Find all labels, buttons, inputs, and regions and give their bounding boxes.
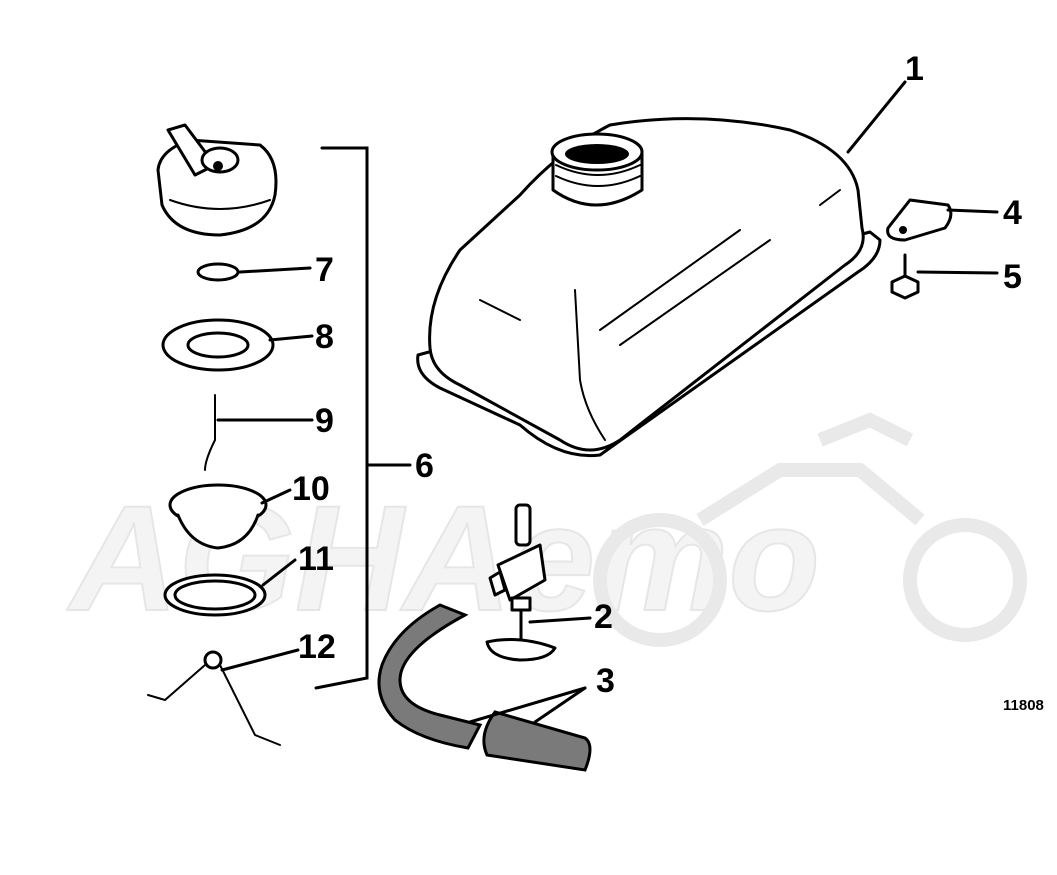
- group-bracket: [314, 146, 369, 690]
- callout-10: 10: [292, 470, 330, 508]
- figure-code: 11808: [1003, 697, 1044, 714]
- fuel-cock: [485, 503, 557, 662]
- mounting-bracket: [886, 198, 953, 242]
- washer: [196, 262, 240, 282]
- screw: [890, 253, 920, 300]
- fuel-tank: [416, 117, 882, 458]
- fuel-cap: [156, 123, 278, 237]
- callout-2: 2: [594, 598, 613, 636]
- callout-12: 12: [298, 628, 336, 666]
- callout-11: 11: [298, 540, 334, 578]
- pin: [204, 394, 216, 471]
- gasket: [161, 318, 275, 372]
- cup: [168, 483, 268, 550]
- callout-7: 7: [315, 251, 334, 289]
- spring-clip: [147, 650, 281, 746]
- callout-6: 6: [415, 447, 434, 485]
- callout-5: 5: [1003, 258, 1022, 296]
- filler-neck: [550, 132, 644, 207]
- callout-1: 1: [905, 50, 924, 88]
- callout-8: 8: [315, 318, 334, 356]
- leader-lines: [216, 80, 999, 724]
- callout-4: 4: [1003, 194, 1022, 232]
- watermark-motorcycle-icon: [593, 412, 1027, 647]
- fuel-hoses: [377, 603, 592, 772]
- seal-ring: [163, 573, 267, 617]
- callout-9: 9: [315, 402, 334, 440]
- callouts: 1 2 3 4 5 6 7 8 9 10 11 12: [292, 50, 1022, 700]
- callout-3: 3: [596, 662, 615, 700]
